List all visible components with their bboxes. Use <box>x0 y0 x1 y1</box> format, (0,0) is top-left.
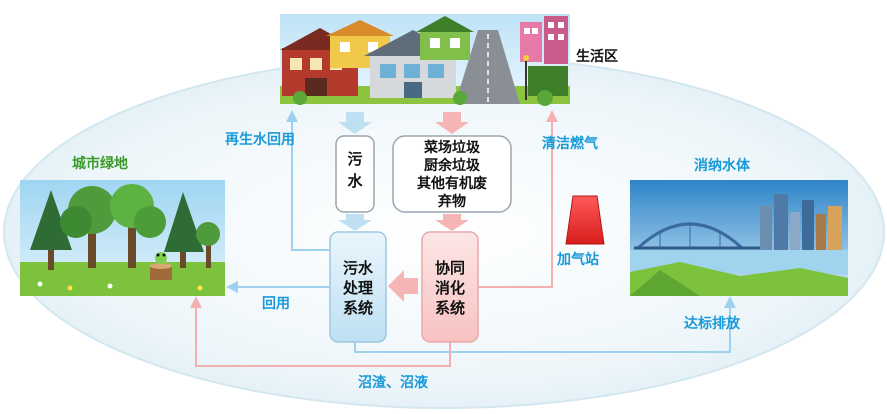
waste-box <box>392 135 512 213</box>
line-reclaimed-reuse <box>291 120 330 251</box>
digestion-line-2: 消化 <box>434 279 465 297</box>
sewage-box-text: 污水 <box>347 150 363 190</box>
waste-line-3: 其他有机废 <box>417 176 487 192</box>
arrow-living-to-waste <box>435 112 469 134</box>
label-reclaimed-reuse: 再生水回用 <box>225 132 295 148</box>
label-reuse: 回用 <box>262 296 290 312</box>
waste-line-4: 弃物 <box>438 194 466 210</box>
sewage-box <box>335 135 375 213</box>
arrow-living-to-sewage <box>338 112 372 134</box>
line-standard-discharge <box>354 306 731 353</box>
arrow-waste-to-digestion <box>435 214 469 231</box>
label-city-green: 城市绿地 <box>72 156 128 172</box>
digestion-line-1: 协同 <box>434 259 465 277</box>
city-green-illustration <box>20 180 225 296</box>
arrow-digestion-to-treatment <box>388 270 418 302</box>
treatment-line-3: 系统 <box>342 299 373 317</box>
treatment-line-1: 污水 <box>342 259 373 277</box>
arrowhead-reclaimed-reuse <box>286 110 298 122</box>
digestion-line-3: 系统 <box>434 299 465 317</box>
label-living-area: 生活区 <box>576 49 618 65</box>
line-digestate <box>195 306 451 367</box>
label-receiving-water: 消纳水体 <box>694 158 750 174</box>
label-gas-station: 加气站 <box>557 252 599 268</box>
waste-line-2: 厨余垃圾 <box>424 158 480 174</box>
digestion-system-text: 协同 消化 系统 <box>422 258 478 318</box>
waste-box-text: 菜场垃圾 厨余垃圾 其他有机废 弃物 <box>393 139 511 211</box>
arrowhead-clean-gas <box>546 110 558 122</box>
gas-station-shape <box>565 195 605 245</box>
label-clean-gas: 清洁燃气 <box>542 136 598 152</box>
arrow-sewage-to-treatment <box>338 214 372 231</box>
treatment-system-text: 污水 处理 系统 <box>330 258 386 318</box>
line-clean-gas <box>478 120 553 288</box>
label-digestate: 沼渣、沼液 <box>358 375 428 391</box>
waste-line-1: 菜场垃圾 <box>424 140 480 156</box>
arrowhead-reuse <box>226 281 238 293</box>
living-area-illustration <box>280 14 570 106</box>
arrowhead-standard-discharge <box>724 296 736 308</box>
treatment-line-2: 处理 <box>342 279 373 297</box>
arrowhead-digestate <box>190 296 202 308</box>
receiving-water-illustration <box>630 180 848 296</box>
label-standard-discharge: 达标排放 <box>684 316 740 332</box>
